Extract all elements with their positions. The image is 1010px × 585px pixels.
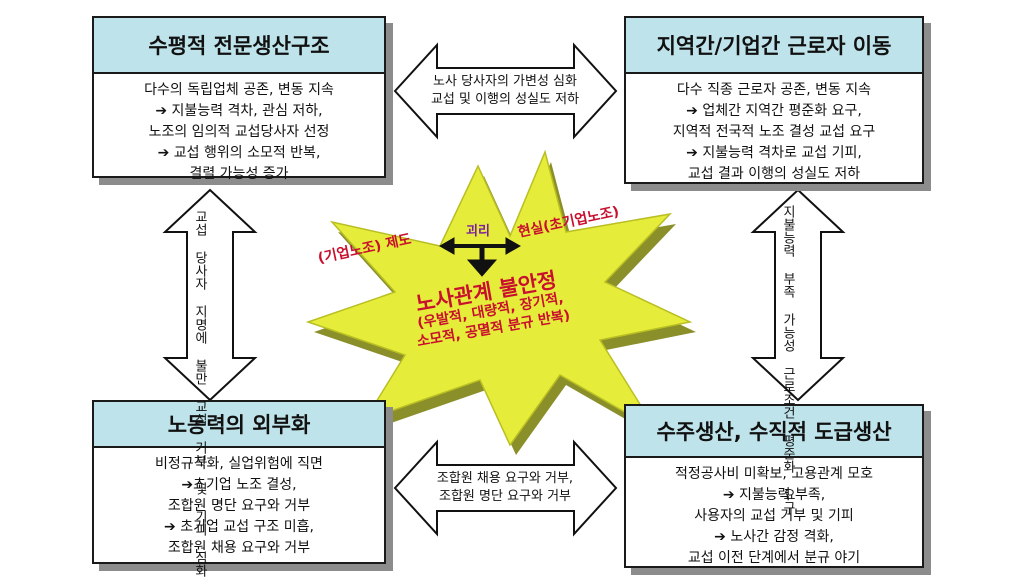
box-body: 다수의 독립업체 공존, 변동 지속 ➔ 지불능력 격차, 관심 저하, 노조의…: [94, 74, 384, 185]
box-line: 결렬 가능성 증가: [189, 166, 289, 182]
box-body: 다수 직종 근로자 공존, 변동 지속 ➔ 업체간 지역간 평준화 요구, 지역…: [626, 74, 922, 185]
box-line: 노조의 임의적 교섭당사자 선정: [148, 124, 330, 140]
arrow-label-line: 조합원 채용 요구와 거부,: [436, 471, 574, 486]
box-worker-mobility: 지역간/기업간 근로자 이동 다수 직종 근로자 공존, 변동 지속 ➔ 업체간…: [624, 16, 924, 184]
box-title: 수평적 전문생산구조: [94, 18, 384, 74]
box-line: 다수의 독립업체 공존, 변동 지속: [144, 82, 334, 98]
arrow-label-line: 교섭 및 이행의 성실도 저하: [430, 92, 580, 107]
box-line: ➔ 지불능력 부족,: [722, 487, 826, 503]
box-line: 조합원 채용 요구와 거부: [167, 540, 311, 556]
arrow-label-line: 노사 당사자의 가변성 심화: [433, 74, 577, 89]
left-double-arrow: [162, 188, 258, 402]
box-order-production: 수주생산, 수직적 도급생산 적정공사비 미확보, 고용관계 모호 ➔ 지불능력…: [624, 404, 924, 568]
box-line: ➔ 업체간 지역간 평준화 요구,: [686, 103, 862, 119]
box-labor-externalization: 노동력의 외부화 비정규직화, 실업위험에 직면 ➔초기업 노조 결성, 조합원…: [92, 400, 386, 564]
gap-arrow-icon: [438, 237, 522, 277]
bottom-arrow-label: 조합원 채용 요구와 거부, 조합원 명단 요구와 거부: [412, 470, 598, 506]
box-line: ➔ 노사간 감정 격화,: [714, 529, 834, 545]
top-double-arrow: [393, 42, 618, 140]
box-line: ➔ 지불능력 격차, 관심 저하,: [155, 103, 323, 119]
box-line: ➔ 지불능력 격차로 교섭 기피,: [686, 145, 862, 161]
top-arrow-label: 노사 당사자의 가변성 심화 교섭 및 이행의 성실도 저하: [412, 73, 598, 109]
box-title: 지역간/기업간 근로자 이동: [626, 18, 922, 74]
arrow-label-line: 근로조건 평준화 요구: [780, 367, 795, 514]
box-title: 노동력의 외부화: [94, 402, 384, 448]
right-arrow-label: 지불능력 부족 가능성 근로조건 평준화 요구: [779, 205, 795, 514]
arrow-label-line: 교섭 거부 및 기피 심화: [192, 400, 207, 577]
box-line: 다수 직종 근로자 공존, 변동 지속: [676, 82, 872, 98]
box-line: 교섭 이전 단계에서 분규 야기: [687, 550, 861, 566]
gap-label: 괴리: [466, 224, 490, 239]
bottom-double-arrow: [393, 439, 618, 537]
box-line: ➔초기업 노조 결성,: [181, 477, 297, 493]
arrow-label-line: 지불능력 부족 가능성: [780, 205, 795, 352]
box-line: ➔ 교섭 행위의 소모적 반복,: [157, 145, 321, 161]
arrow-label-line: 조합원 명단 요구와 거부: [439, 489, 571, 504]
box-body: 적정공사비 미확보, 고용관계 모호 ➔ 지불능력 부족, 사용자의 교섭 거부…: [626, 458, 922, 569]
box-line: 적정공사비 미확보, 고용관계 모호: [674, 466, 874, 482]
left-arrow-label: 교섭 당사자 지명에 불만 교섭 거부 및 기피 심화: [191, 210, 207, 577]
box-line: 비정규직화, 실업위험에 직면: [155, 456, 323, 472]
box-body: 비정규직화, 실업위험에 직면 ➔초기업 노조 결성, 조합원 명단 요구와 거…: [94, 448, 384, 559]
box-line: 조합원 명단 요구와 거부: [167, 498, 311, 514]
arrow-label-line: 교섭 당사자 지명에 불만: [192, 210, 207, 385]
box-title: 수주생산, 수직적 도급생산: [626, 406, 922, 458]
box-line: ➔ 초기업 교섭 구조 미흡,: [164, 519, 314, 535]
right-double-arrow: [750, 188, 846, 402]
box-line: 교섭 결과 이행의 성실도 저하: [687, 166, 861, 182]
box-line: 지역적 전국적 노조 결성 교섭 요구: [672, 124, 876, 140]
box-line: 사용자의 교섭 거부 및 기피: [694, 508, 854, 524]
box-horizontal-specialization: 수평적 전문생산구조 다수의 독립업체 공존, 변동 지속 ➔ 지불능력 격차,…: [92, 16, 386, 182]
